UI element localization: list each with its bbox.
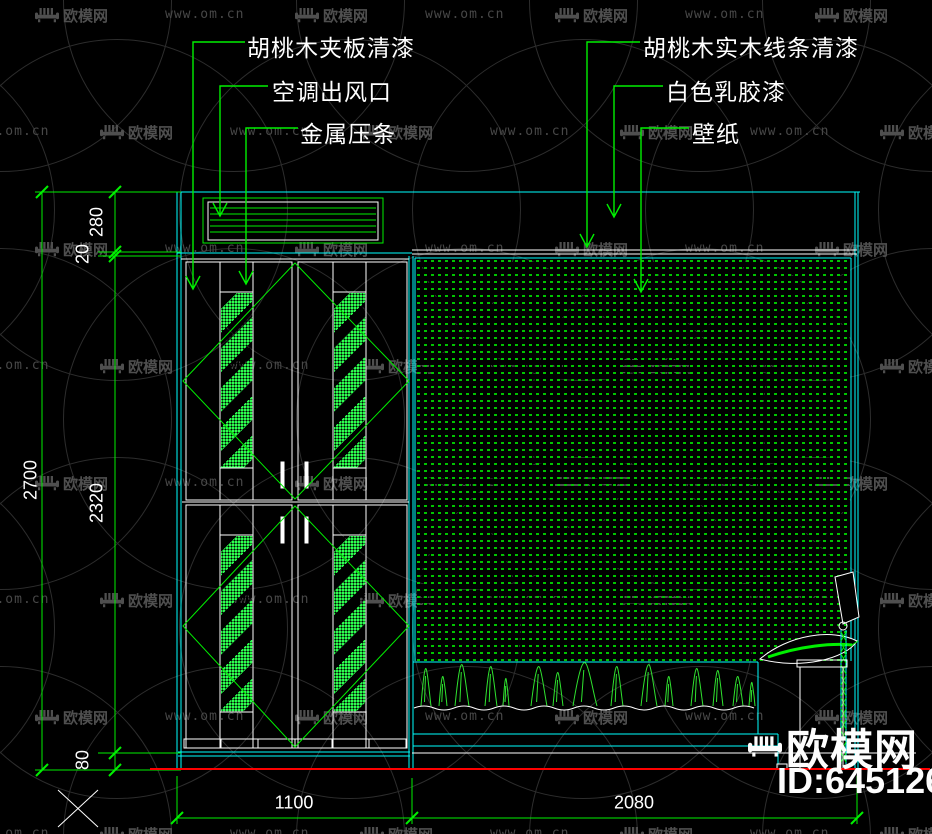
watermark-brand: 欧模网 xyxy=(555,707,628,728)
callout-walnut-trim: 胡桃木实木线条清漆 xyxy=(643,35,859,61)
watermark-brand: 欧模网 xyxy=(555,5,628,26)
watermark-url: www.om.cn xyxy=(750,826,830,834)
watermark-url: www.om.cn xyxy=(685,241,765,256)
watermark-brand: 欧模网 xyxy=(295,239,368,260)
wall-frame xyxy=(176,191,860,770)
watermark-brand: 欧模网 xyxy=(100,590,173,611)
callout-leaders xyxy=(185,41,689,294)
ac-vent xyxy=(202,197,384,244)
watermark-url: www.om.cn xyxy=(0,358,50,373)
watermark-url: www.om.cn xyxy=(425,7,505,22)
watermark-brand: 欧模网 xyxy=(880,824,932,834)
wardrobe-doors xyxy=(182,261,409,749)
callout-metal-strip: 金属压条 xyxy=(300,121,396,147)
bed-valance xyxy=(413,662,756,711)
watermark-brand: 欧模网 xyxy=(100,122,173,143)
frosted-glass-strip xyxy=(221,536,253,712)
dimension-ticks xyxy=(35,185,864,825)
watermark-brand: 欧模网 xyxy=(35,5,108,26)
callout-ac-outlet: 空调出风口 xyxy=(272,79,392,105)
watermark-brand: 欧模网 xyxy=(815,707,888,728)
watermark-brand: 欧模网 xyxy=(360,122,433,143)
nightstand xyxy=(776,659,848,770)
frosted-glass-strip xyxy=(334,293,366,468)
floor-lamp xyxy=(834,571,860,764)
watermark-url: www.om.cn xyxy=(165,475,245,490)
watermark-brand: 欧模网 xyxy=(295,707,368,728)
watermark-brand: 欧模网 xyxy=(295,473,368,494)
watermark-url: www.om.cn xyxy=(165,7,245,22)
watermark-url: www.om.cn xyxy=(0,826,50,834)
watermark-url: www.om.cn xyxy=(165,241,245,256)
watermark-brand: 欧模网 xyxy=(100,356,173,377)
watermark-brand: 欧模网 xyxy=(880,122,932,143)
watermark-url: www.om.cn xyxy=(425,709,505,724)
watermark-brand: 欧模网 xyxy=(880,356,932,377)
watermark-url: www.om.cn xyxy=(425,241,505,256)
callout-walnut-plywood: 胡桃木夹板清漆 xyxy=(247,35,415,61)
door-diamond-lines xyxy=(182,262,410,748)
dim-1100: 1100 xyxy=(274,792,314,813)
sofa-icon xyxy=(748,736,782,757)
watermark-brand: 欧模网 xyxy=(880,590,932,611)
site-id-text: ID:645126 xyxy=(777,760,932,801)
watermark-url: www.om.cn xyxy=(685,709,765,724)
watermark-brand: 欧模网 xyxy=(35,473,108,494)
watermark-url: www.om.cn xyxy=(0,124,50,139)
trim-lines xyxy=(181,249,916,754)
callout-white-latex: 白色乳胶漆 xyxy=(666,79,786,105)
frosted-glass-strip xyxy=(221,293,253,468)
watermark-url: www.om.cn xyxy=(750,124,830,139)
axis-marker xyxy=(57,789,99,828)
watermark-brand: 欧模网 xyxy=(620,122,693,143)
callout-wallpaper: 壁纸 xyxy=(692,121,740,147)
watermark-url: www.om.cn xyxy=(0,592,50,607)
watermark-brand: 欧模网 xyxy=(815,5,888,26)
site-logo: 欧模网 xyxy=(748,716,918,778)
watermark-url: www.om.cn xyxy=(685,7,765,22)
watermark-url: www.om.cn xyxy=(165,709,245,724)
watermark-brand: 欧模网 xyxy=(360,824,433,834)
site-brand-text: 欧模网 xyxy=(786,727,918,775)
frosted-glass-strip xyxy=(334,536,366,712)
dim-2080: 2080 xyxy=(613,792,655,813)
wallpaper-dot-fill xyxy=(417,260,850,661)
watermark-url: www.om.cn xyxy=(230,826,310,834)
watermark-brand: 欧模网 xyxy=(295,5,368,26)
watermark-url: www.om.cn xyxy=(490,826,570,834)
watermark-url: www.om.cn xyxy=(490,124,570,139)
dimension-lines xyxy=(35,185,864,825)
